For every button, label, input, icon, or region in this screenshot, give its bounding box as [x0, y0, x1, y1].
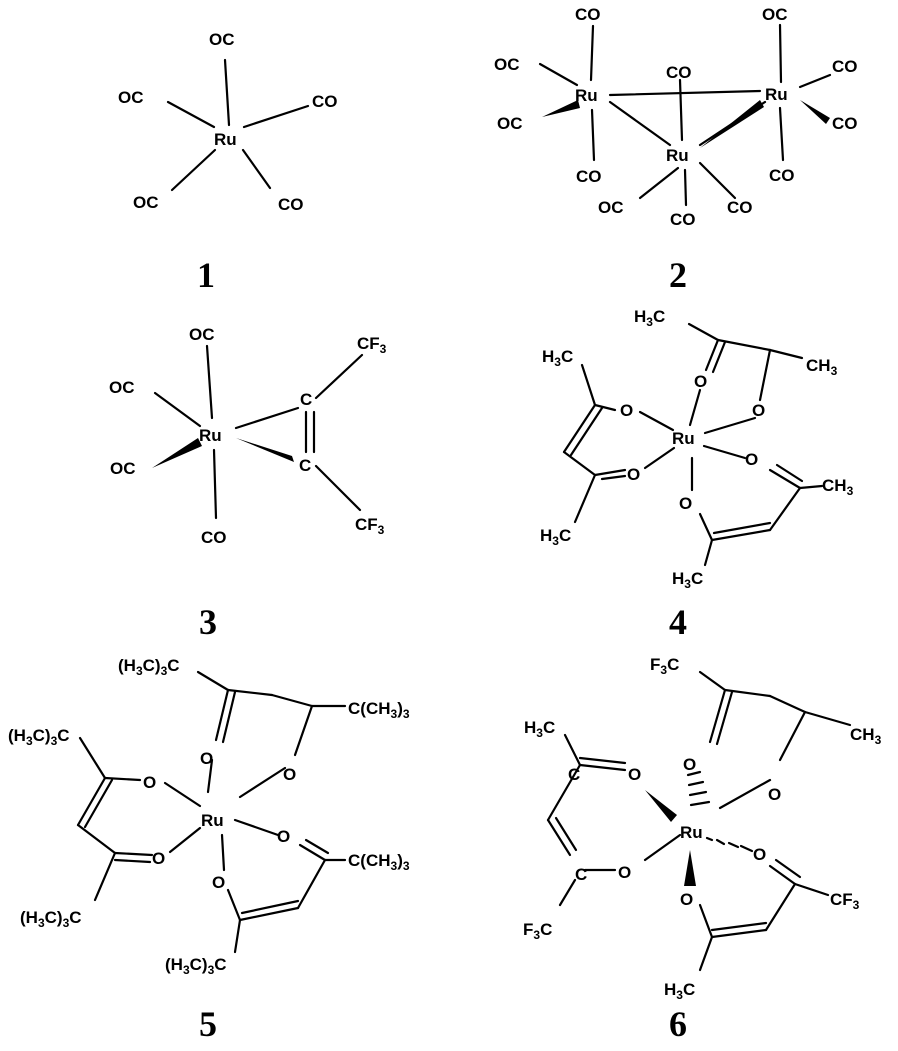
- atom-ctbu: C(CH3)3: [348, 851, 410, 873]
- compound-label-2: 2: [669, 255, 687, 295]
- atom-oc: OC: [110, 459, 136, 478]
- atom-tbuc: (H3C)3C: [8, 726, 70, 748]
- atom-tbuc: (H3C)3C: [165, 955, 227, 977]
- atom-c: C: [575, 865, 587, 884]
- atom-o: O: [752, 401, 765, 420]
- atom-oc: OC: [598, 198, 624, 217]
- atom-cf3: CF3: [830, 890, 860, 912]
- atom-tbuc: (H3C)3C: [118, 656, 180, 678]
- atom-oc: OC: [494, 55, 520, 74]
- atom-o: O: [620, 401, 633, 420]
- atom-o: O: [753, 845, 766, 864]
- atom-o: O: [679, 494, 692, 513]
- atom-o: O: [745, 450, 758, 469]
- molecule-5: (H3C)3C C(CH3)3 O O (H3C)3C O Ru O O C(C…: [8, 656, 410, 1044]
- atom-ru: Ru: [214, 130, 237, 149]
- atom-co: CO: [312, 92, 338, 111]
- atom-o: O: [152, 849, 165, 868]
- compound-label-3: 3: [199, 602, 217, 642]
- atom-co: CO: [666, 63, 692, 82]
- atom-c: C: [299, 456, 311, 475]
- atom-co: CO: [769, 166, 795, 185]
- atom-cf3: CF3: [357, 334, 387, 356]
- atom-oc: OC: [497, 114, 523, 133]
- atom-h3c: H3C: [664, 980, 695, 1002]
- atom-ch3: CH3: [822, 476, 854, 498]
- atom-ru: Ru: [199, 426, 222, 445]
- atom-co: CO: [278, 195, 304, 214]
- atom-ru: Ru: [575, 86, 598, 105]
- atom-o: O: [768, 785, 781, 804]
- atom-oc: OC: [133, 193, 159, 212]
- compound-label-1: 1: [197, 255, 215, 295]
- atom-co: CO: [727, 198, 753, 217]
- atom-o: O: [283, 765, 296, 784]
- atom-o: O: [277, 827, 290, 846]
- atom-o: O: [143, 773, 156, 792]
- molecule-4: H3C CH3 O O H3C O Ru O O CH3 O H3C H3C 4: [540, 307, 854, 642]
- compound-label-4: 4: [669, 602, 687, 642]
- atom-co: CO: [576, 167, 602, 186]
- atom-ru: Ru: [680, 823, 703, 842]
- atom-o: O: [680, 890, 693, 909]
- atom-c: C: [300, 390, 312, 409]
- atom-h3c: H3C: [542, 347, 573, 369]
- atom-ctbu: C(CH3)3: [348, 699, 410, 721]
- atom-o: O: [683, 755, 696, 774]
- molecule-3: OC OC Ru OC CO C C CF3 CF3 3: [109, 325, 387, 642]
- atom-o: O: [694, 372, 707, 391]
- atom-co: CO: [832, 114, 858, 133]
- atom-ru: Ru: [201, 811, 224, 830]
- atom-co: CO: [201, 528, 227, 547]
- molecule-1: OC OC Ru CO OC CO 1: [118, 30, 338, 295]
- molecule-6: F3C CH3 O O H3C C O Ru C O O CF3 O F3C H…: [523, 655, 882, 1044]
- atom-oc: OC: [189, 325, 215, 344]
- atom-o: O: [627, 465, 640, 484]
- atom-o: O: [628, 765, 641, 784]
- atom-o: O: [618, 863, 631, 882]
- atom-ru: Ru: [666, 146, 689, 165]
- atom-co: CO: [832, 57, 858, 76]
- atom-ru: Ru: [672, 429, 695, 448]
- compound-label-5: 5: [199, 1004, 217, 1044]
- atom-oc: OC: [762, 5, 788, 24]
- atom-co: CO: [575, 5, 601, 24]
- molecule-2: CO OC Ru OC CO CO Ru OC Ru CO CO CO OC C…: [494, 5, 858, 295]
- compound-label-6: 6: [669, 1004, 687, 1044]
- atom-cf3: CF3: [355, 515, 385, 537]
- atom-tbuc: (H3C)3C: [20, 908, 82, 930]
- atom-co: CO: [670, 210, 696, 229]
- atom-c: C: [568, 765, 580, 784]
- atom-h3c: H3C: [524, 718, 555, 740]
- atom-ch3: CH3: [850, 725, 882, 747]
- atom-f3c: F3C: [650, 655, 679, 677]
- atom-f3c: F3C: [523, 920, 552, 942]
- atom-ch3: CH3: [806, 356, 838, 378]
- atom-o: O: [212, 873, 225, 892]
- atom-h3c: H3C: [634, 307, 665, 329]
- atom-o: O: [200, 749, 213, 768]
- atom-oc: OC: [109, 378, 135, 397]
- atom-oc: OC: [209, 30, 235, 49]
- atom-h3c: H3C: [672, 569, 703, 591]
- atom-oc: OC: [118, 88, 144, 107]
- atom-h3c: H3C: [540, 526, 571, 548]
- atom-ru: Ru: [765, 85, 788, 104]
